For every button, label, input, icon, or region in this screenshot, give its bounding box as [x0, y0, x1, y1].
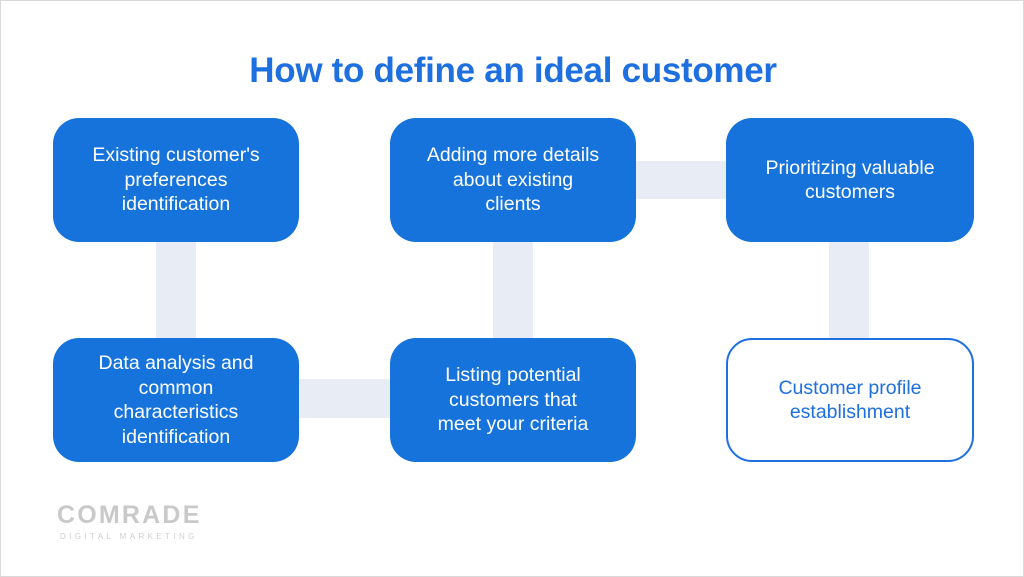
flow-node-existing-customer-preferences[interactable]: Existing customer's preferences identifi…	[53, 118, 299, 242]
connector-col2-vertical	[493, 239, 533, 339]
flow-node-prioritizing-valuable-customers[interactable]: Prioritizing valuable customers	[726, 118, 974, 242]
connector-col1-vertical	[156, 239, 196, 339]
flow-node-data-analysis[interactable]: Data analysis and common characteristics…	[53, 338, 299, 462]
connector-col3-vertical	[829, 239, 869, 339]
connector-row1-horizontal	[626, 161, 736, 199]
flow-node-listing-potential-customers[interactable]: Listing potential customers that meet yo…	[390, 338, 636, 462]
flow-node-label: Customer profile establishment	[778, 376, 922, 424]
flow-node-label: Data analysis and common characteristics…	[98, 352, 254, 448]
flow-node-customer-profile-establishment[interactable]: Customer profile establishment	[726, 338, 974, 462]
flow-node-label: Listing potential customers that meet yo…	[437, 364, 589, 436]
connector-row2-horizontal	[284, 379, 396, 418]
flow-node-label: Adding more details about existing clien…	[426, 144, 600, 216]
flow-node-label: Prioritizing valuable customers	[765, 156, 935, 204]
flow-node-label: Existing customer's preferences identifi…	[92, 144, 260, 216]
page-title: How to define an ideal customer	[249, 51, 777, 90]
comrade-logo: COMRADE DIGITAL MARKETING	[57, 501, 257, 543]
logo-wordmark: COMRADE	[57, 501, 202, 529]
flow-node-adding-more-details[interactable]: Adding more details about existing clien…	[390, 118, 636, 242]
logo-tagline: DIGITAL MARKETING	[60, 532, 198, 541]
